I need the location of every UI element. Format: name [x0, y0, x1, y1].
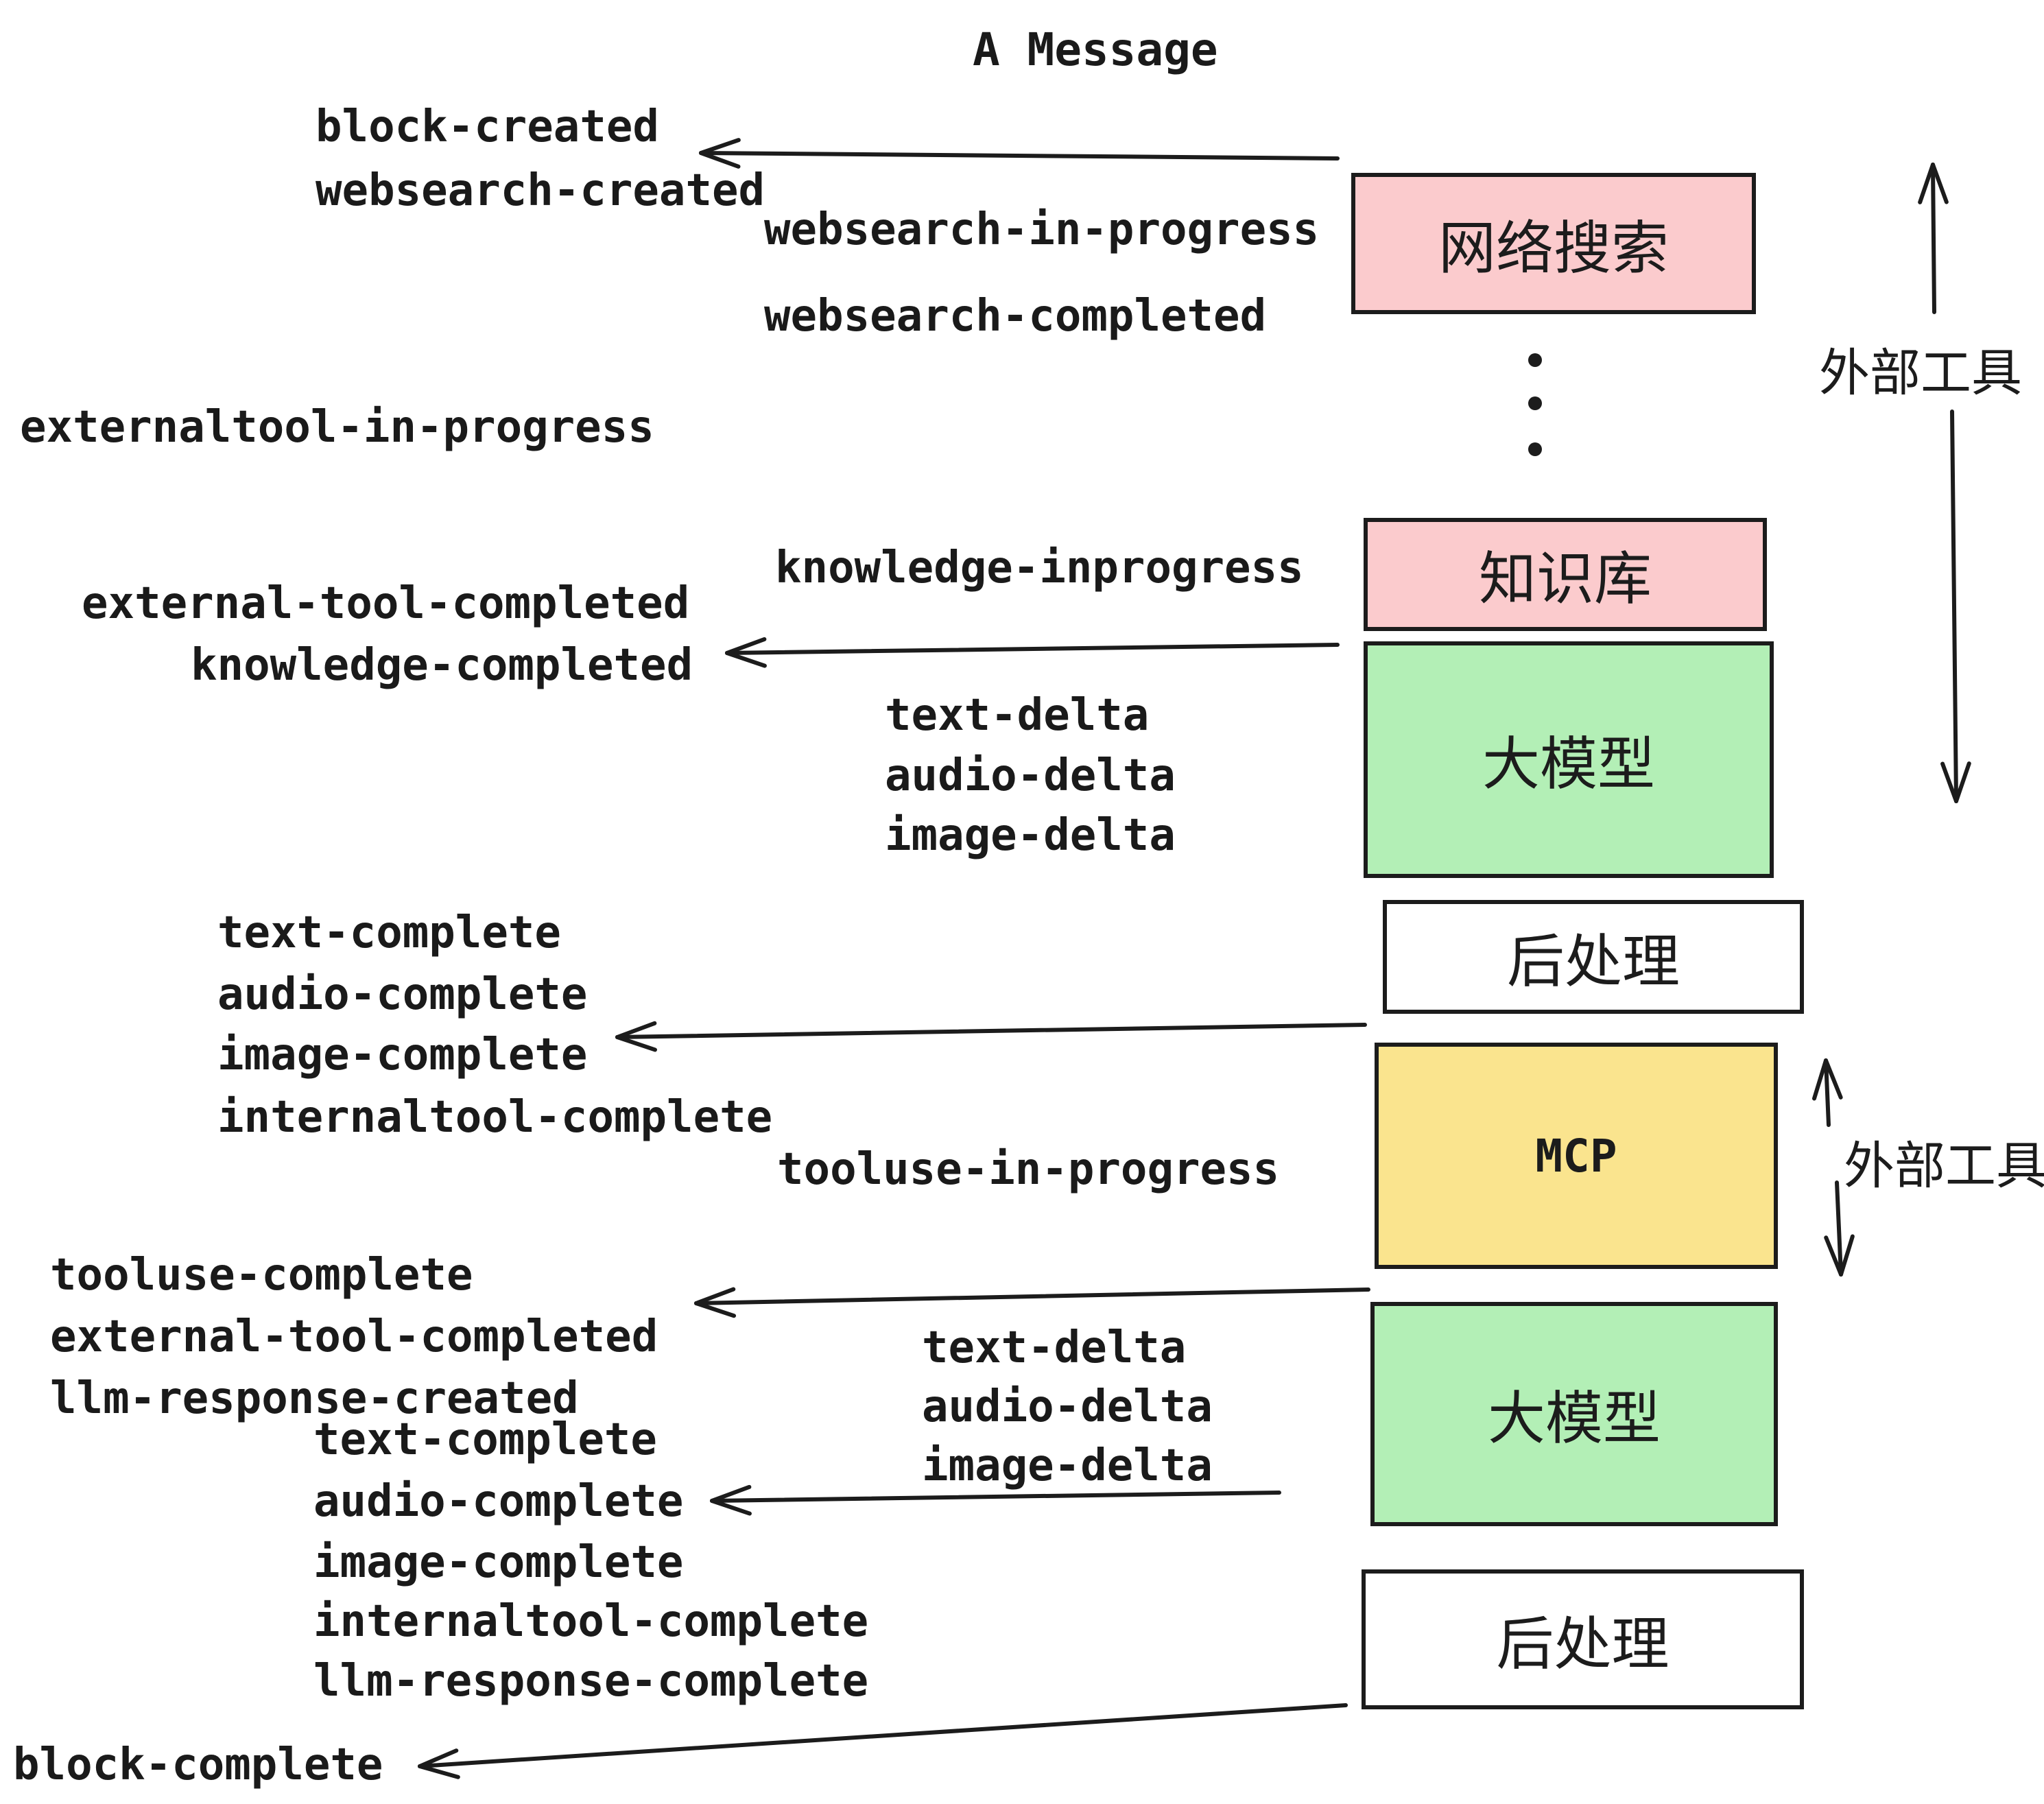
diagram-title: A Message: [973, 23, 1218, 76]
box-post-2: 后处理: [1362, 1569, 1804, 1709]
box-label-websearch: 网络搜索: [1438, 215, 1669, 281]
event-label: external-tool-completed: [82, 578, 690, 629]
arrow-external-down-top: [1940, 410, 1971, 803]
box-label-llm-2: 大模型: [1487, 1386, 1661, 1451]
event-label: externaltool-in-progress: [20, 402, 654, 453]
box-websearch: 网络搜索: [1351, 173, 1756, 314]
event-label: websearch-completed: [764, 291, 1267, 342]
event-label: knowledge-completed: [191, 640, 693, 691]
box-label-knowledge: 知识库: [1478, 547, 1652, 611]
ellipsis-dot: [1528, 396, 1542, 410]
event-label: audio-delta: [885, 750, 1176, 801]
arrow-to-block-created: [699, 138, 1340, 169]
event-label: block-created: [316, 102, 659, 152]
box-label-post-1: 后处理: [1506, 929, 1680, 994]
event-label: tooluse-complete: [50, 1250, 473, 1301]
arrow-to-tooluse-complete: [694, 1287, 1370, 1318]
event-label: image-delta: [885, 810, 1176, 861]
event-label: audio-complete: [217, 969, 588, 1020]
event-label: llm-response-created: [50, 1373, 579, 1424]
box-label-llm-1: 大模型: [1482, 732, 1655, 796]
box-llm-1: 大模型: [1364, 641, 1774, 878]
ellipsis-dot: [1528, 353, 1542, 367]
event-label: knowledge-inprogress: [775, 543, 1304, 593]
event-label: text-complete: [313, 1414, 657, 1465]
box-mcp: MCP: [1375, 1043, 1778, 1269]
event-label: block-complete: [13, 1740, 383, 1790]
event-label: external-tool-completed: [50, 1312, 658, 1362]
annotation-external-tools-bottom: 外部工具: [1844, 1137, 2044, 1194]
event-label: text-delta: [922, 1322, 1187, 1373]
box-llm-2: 大模型: [1370, 1302, 1778, 1526]
event-label: websearch-in-progress: [764, 204, 1320, 255]
event-label: image-complete: [313, 1537, 684, 1588]
annotation-external-tools-top: 外部工具: [1819, 344, 2022, 401]
box-label-post-2: 后处理: [1496, 1611, 1669, 1676]
box-post-1: 后处理: [1383, 900, 1804, 1014]
arrow-to-audio-complete: [710, 1484, 1281, 1516]
event-label: audio-complete: [313, 1476, 684, 1527]
arrow-external-down-bottom: [1824, 1180, 1855, 1277]
arrow-external-up-top: [1918, 163, 1949, 314]
arrow-to-knowledge-completed: [725, 637, 1340, 668]
arrow-external-up-bottom: [1812, 1058, 1843, 1127]
arrow-to-image-complete: [615, 1021, 1367, 1052]
event-label: websearch-created: [316, 165, 765, 216]
event-label: internaltool-complete: [217, 1092, 773, 1143]
event-label: internaltool-complete: [313, 1596, 869, 1647]
event-label: image-delta: [922, 1440, 1213, 1491]
box-knowledge: 知识库: [1364, 518, 1767, 631]
ellipsis-dot: [1528, 442, 1542, 456]
event-label: audio-delta: [922, 1381, 1213, 1432]
arrow-to-block-complete: [418, 1703, 1348, 1779]
box-label-mcp: MCP: [1535, 1129, 1617, 1183]
event-label: image-complete: [217, 1030, 588, 1080]
event-label: llm-response-complete: [313, 1656, 869, 1707]
event-label: text-complete: [217, 907, 561, 958]
event-label: tooluse-in-progress: [777, 1144, 1280, 1195]
event-label: text-delta: [885, 690, 1150, 741]
